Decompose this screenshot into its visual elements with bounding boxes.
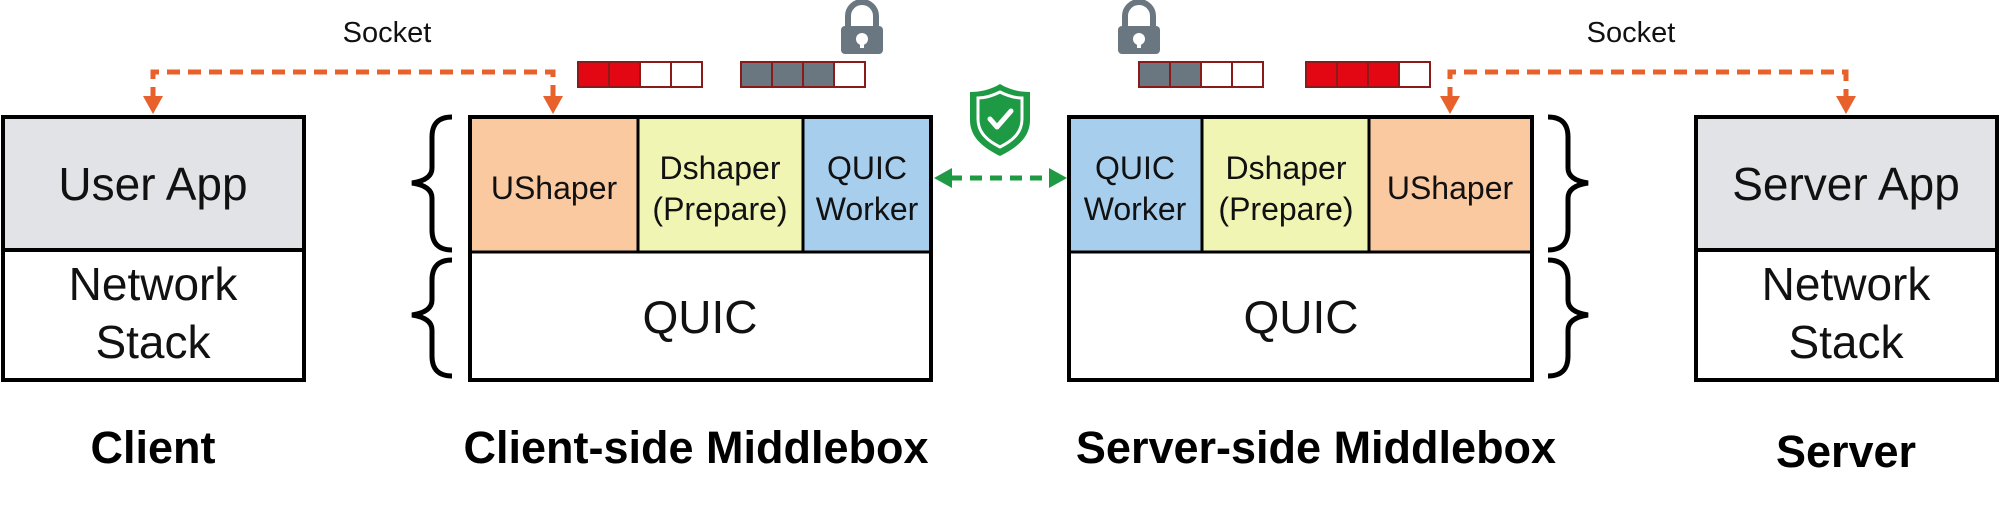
server-middlebox: QUIC Worker Dshaper (Prepare) UShaper QU…: [1067, 114, 1589, 473]
client-mb-outline: [468, 115, 933, 382]
queue-slot: [608, 61, 641, 88]
queue-slot: [1336, 61, 1369, 88]
client-mb-quic-label: QUIC: [643, 291, 758, 343]
lock-icon: [841, 0, 883, 54]
server-socket-arrowhead-left: [1440, 96, 1460, 114]
client-mb-worker-label-line1: QUIC: [827, 150, 907, 186]
server-stack-box: [1694, 248, 1999, 382]
server-mb-ushaper-box: [1367, 115, 1534, 254]
server-mb-quic-label: QUIC: [1244, 291, 1359, 343]
server-mb-worker-label-line1: QUIC: [1095, 150, 1175, 186]
client-stack-label-line2: Stack: [95, 316, 211, 368]
secure-link-arrowhead-left: [934, 168, 952, 188]
queue-slot: [1305, 61, 1338, 88]
queue-slot: [771, 61, 804, 88]
client-mb-title: Client-side Middlebox: [463, 422, 928, 473]
queue-slot: [670, 61, 703, 88]
queue-slot: [1398, 61, 1431, 88]
server-node: Server App Network Stack Server: [1694, 115, 1999, 477]
server-stack-label-line2: Stack: [1788, 316, 1904, 368]
queue-slot: [577, 61, 610, 88]
client-mb-brace-top: [411, 114, 453, 253]
client-mb-brace-bottom: [411, 257, 453, 379]
queue-slot: [639, 61, 672, 88]
server-queue-gray: [1138, 61, 1264, 88]
server-mb-quic-box: [1067, 250, 1534, 382]
client-mb-quic-box: [468, 250, 933, 382]
client-stack-label-line1: Network: [69, 258, 239, 310]
server-mb-dshaper-label-line1: Dshaper: [1226, 150, 1347, 186]
queue-slot: [740, 61, 773, 88]
server-mb-dshaper-box: [1200, 115, 1371, 254]
server-mb-outline: [1067, 115, 1534, 382]
server-mb-brace-top: [1547, 114, 1589, 253]
client-node: User App Network Stack Client: [1, 115, 306, 473]
server-queue-red: [1305, 61, 1431, 88]
server-mb-brace-bottom: [1547, 257, 1589, 379]
queue-slot: [1367, 61, 1400, 88]
secure-link: [934, 168, 1067, 188]
client-socket-label: Socket: [343, 17, 432, 49]
queue-slot: [1231, 61, 1264, 88]
server-app-label: Server App: [1732, 158, 1960, 210]
secure-link-arrowhead-right: [1049, 168, 1067, 188]
queue-slot: [802, 61, 835, 88]
server-title: Server: [1776, 426, 1916, 477]
client-mb-dshaper-label-line1: Dshaper: [660, 150, 781, 186]
queue-slot: [1200, 61, 1233, 88]
client-socket-arrow: [150, 69, 556, 100]
server-socket-arrow: [1447, 69, 1849, 100]
client-socket-arrowhead-left: [143, 96, 163, 114]
client-mb-ushaper-label: UShaper: [491, 170, 618, 206]
client-socket-arrowhead-right: [543, 96, 563, 114]
server-mb-worker-label-line2: Worker: [1084, 191, 1187, 227]
lock-icon: [1118, 0, 1160, 54]
client-app-label: User App: [58, 158, 247, 210]
server-socket-link: Socket: [1440, 17, 1856, 114]
client-mb-worker-label-line2: Worker: [816, 191, 919, 227]
client-app-box: [1, 115, 306, 252]
client-middlebox: UShaper Dshaper (Prepare) QUIC Worker QU…: [411, 114, 933, 473]
server-stack-label-line1: Network: [1762, 258, 1932, 310]
queue-slot: [833, 61, 866, 88]
queue-slot: [1138, 61, 1171, 88]
shield-check-icon: [970, 84, 1030, 156]
client-title: Client: [90, 422, 215, 473]
client-stack-box: [1, 248, 306, 382]
client-socket-link: Socket: [143, 17, 563, 114]
server-socket-arrowhead-right: [1836, 96, 1856, 114]
server-mb-title: Server-side Middlebox: [1076, 422, 1556, 473]
server-mb-ushaper-label: UShaper: [1387, 170, 1514, 206]
queue-slot: [1169, 61, 1202, 88]
server-socket-label: Socket: [1587, 17, 1676, 49]
server-mb-dshaper-label-line2: (Prepare): [1218, 191, 1353, 227]
client-queue-red: [577, 61, 703, 88]
client-mb-dshaper-label-line2: (Prepare): [652, 191, 787, 227]
client-queue-gray: [740, 61, 866, 88]
